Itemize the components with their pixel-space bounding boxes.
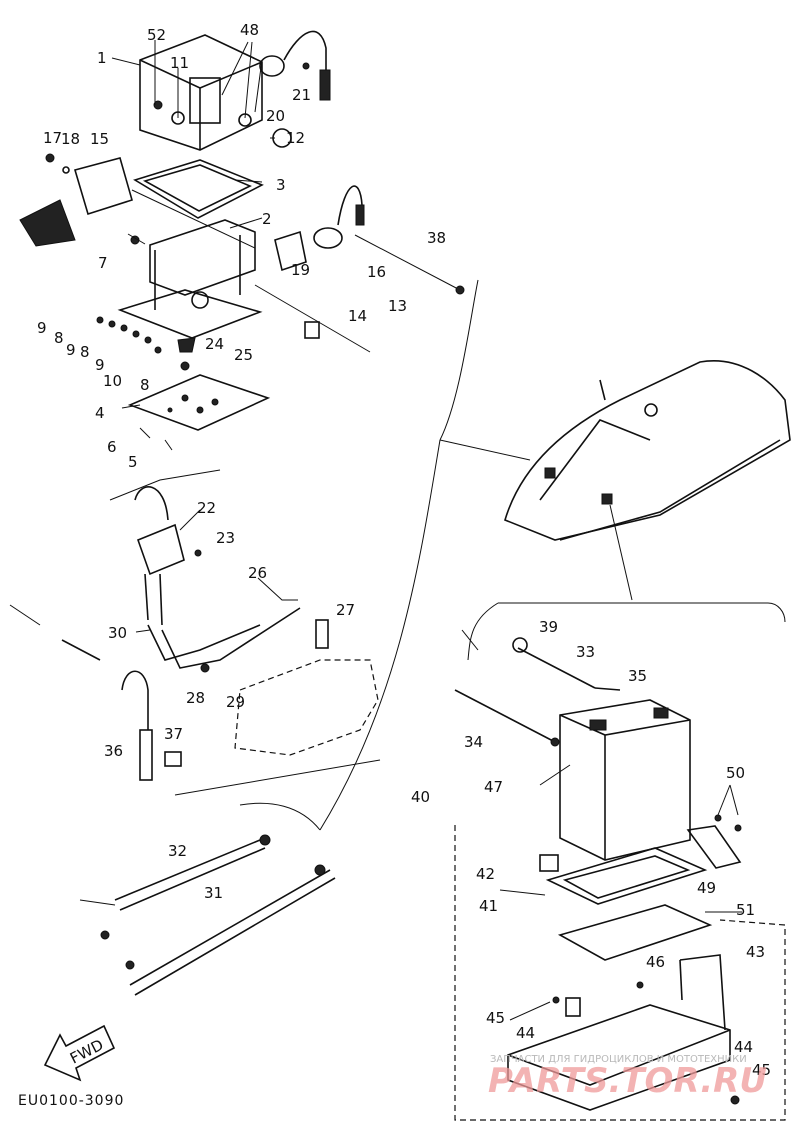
- part-number-label: 49: [697, 879, 716, 897]
- part-number-label: 50: [726, 764, 745, 782]
- part-number-label: 48: [240, 21, 259, 39]
- battery-box-icon: [507, 954, 740, 1111]
- part-number-label: 25: [234, 346, 253, 364]
- part-number-label: 26: [248, 564, 267, 582]
- battery-icon: [559, 699, 691, 861]
- part-number-label: 43: [746, 943, 765, 961]
- part-number-label: 21: [292, 86, 311, 104]
- part-number-label: 39: [539, 618, 558, 636]
- engine-outline: [234, 659, 379, 756]
- part-number-label: 17: [43, 129, 62, 147]
- part-number-label: 9: [95, 356, 105, 374]
- part-number-label: 51: [736, 901, 755, 919]
- part-number-label: 46: [646, 953, 665, 971]
- washer-set-icon: [96, 316, 162, 354]
- part-number-label: 31: [204, 884, 223, 902]
- part-number-label: 42: [476, 865, 495, 883]
- part-number-label: 8: [54, 329, 64, 347]
- part-number-label: 15: [90, 130, 109, 148]
- part-number-label: 35: [628, 667, 647, 685]
- part-number-label: 5: [128, 453, 138, 471]
- part-number-label: 41: [479, 897, 498, 915]
- part-number-label: 30: [108, 624, 127, 642]
- part-number-label: 52: [147, 26, 166, 44]
- part-number-label: 23: [216, 529, 235, 547]
- part-number-label: 37: [164, 725, 183, 743]
- battery-group-outline: [454, 825, 786, 1121]
- part-number-label: 24: [205, 335, 224, 353]
- spark-plug-icon: [147, 607, 329, 673]
- relay-icon: [274, 185, 365, 272]
- part-number-label: 6: [107, 438, 117, 456]
- part-number-label: 28: [186, 689, 205, 707]
- electrical-box-icon: [139, 34, 263, 151]
- part-number-label: 3: [276, 176, 286, 194]
- part-number-label: 33: [576, 643, 595, 661]
- ignition-coil-icon: [134, 486, 202, 626]
- plate-icon: [127, 374, 271, 431]
- part-number-label: 36: [104, 742, 123, 760]
- part-number-label: 13: [388, 297, 407, 315]
- part-number-label: 18: [61, 130, 80, 148]
- part-number-label: 11: [170, 54, 189, 72]
- part-number-label: 8: [140, 376, 150, 394]
- part-number-label: 44: [734, 1038, 753, 1056]
- part-number-label: 12: [286, 129, 305, 147]
- part-number-label: 47: [484, 778, 503, 796]
- connector-icon: [19, 153, 256, 249]
- watermark-tagline: ЗАПЧАСТИ ДЛЯ ГИДРОЦИКЛОВ И МОТОТЕХНИКИ: [490, 1054, 747, 1065]
- part-number-label: 32: [168, 842, 187, 860]
- part-number-label: 8: [80, 343, 90, 361]
- part-labels: 1234567888999101112131415161718192021222…: [37, 21, 771, 1079]
- fwd-arrow-icon: FWD: [43, 1024, 116, 1082]
- part-number-label: 27: [336, 601, 355, 619]
- part-number-label: 38: [427, 229, 446, 247]
- part-number-label: 40: [411, 788, 430, 806]
- part-number-label: 19: [291, 261, 310, 279]
- part-number-label: 9: [66, 341, 76, 359]
- gasket-icon: [133, 159, 264, 219]
- part-number-label: 44: [516, 1024, 535, 1042]
- part-number-label: 22: [197, 499, 216, 517]
- part-number-label: 2: [262, 210, 272, 228]
- part-number-label: 10: [103, 372, 122, 390]
- watermark-brand: PARTS.TOR.RU: [488, 1061, 767, 1101]
- part-number-label: 14: [348, 307, 367, 325]
- part-number-label: 29: [226, 693, 245, 711]
- part-number-label: 45: [486, 1009, 505, 1027]
- bracket-icon: [117, 219, 263, 339]
- part-number-label: 20: [266, 107, 285, 125]
- part-number-label: 4: [95, 404, 105, 422]
- part-number-label: 9: [37, 319, 47, 337]
- part-number-label: 45: [752, 1061, 771, 1079]
- part-number-label: 16: [367, 263, 386, 281]
- diagram-code: EU0100-3090: [18, 1093, 124, 1109]
- part-number-label: 34: [464, 733, 483, 751]
- part-number-label: 1: [97, 49, 107, 67]
- wire-harness-icon: [79, 834, 336, 996]
- jet-ski-icon: [504, 360, 791, 541]
- part-number-label: 7: [98, 254, 108, 272]
